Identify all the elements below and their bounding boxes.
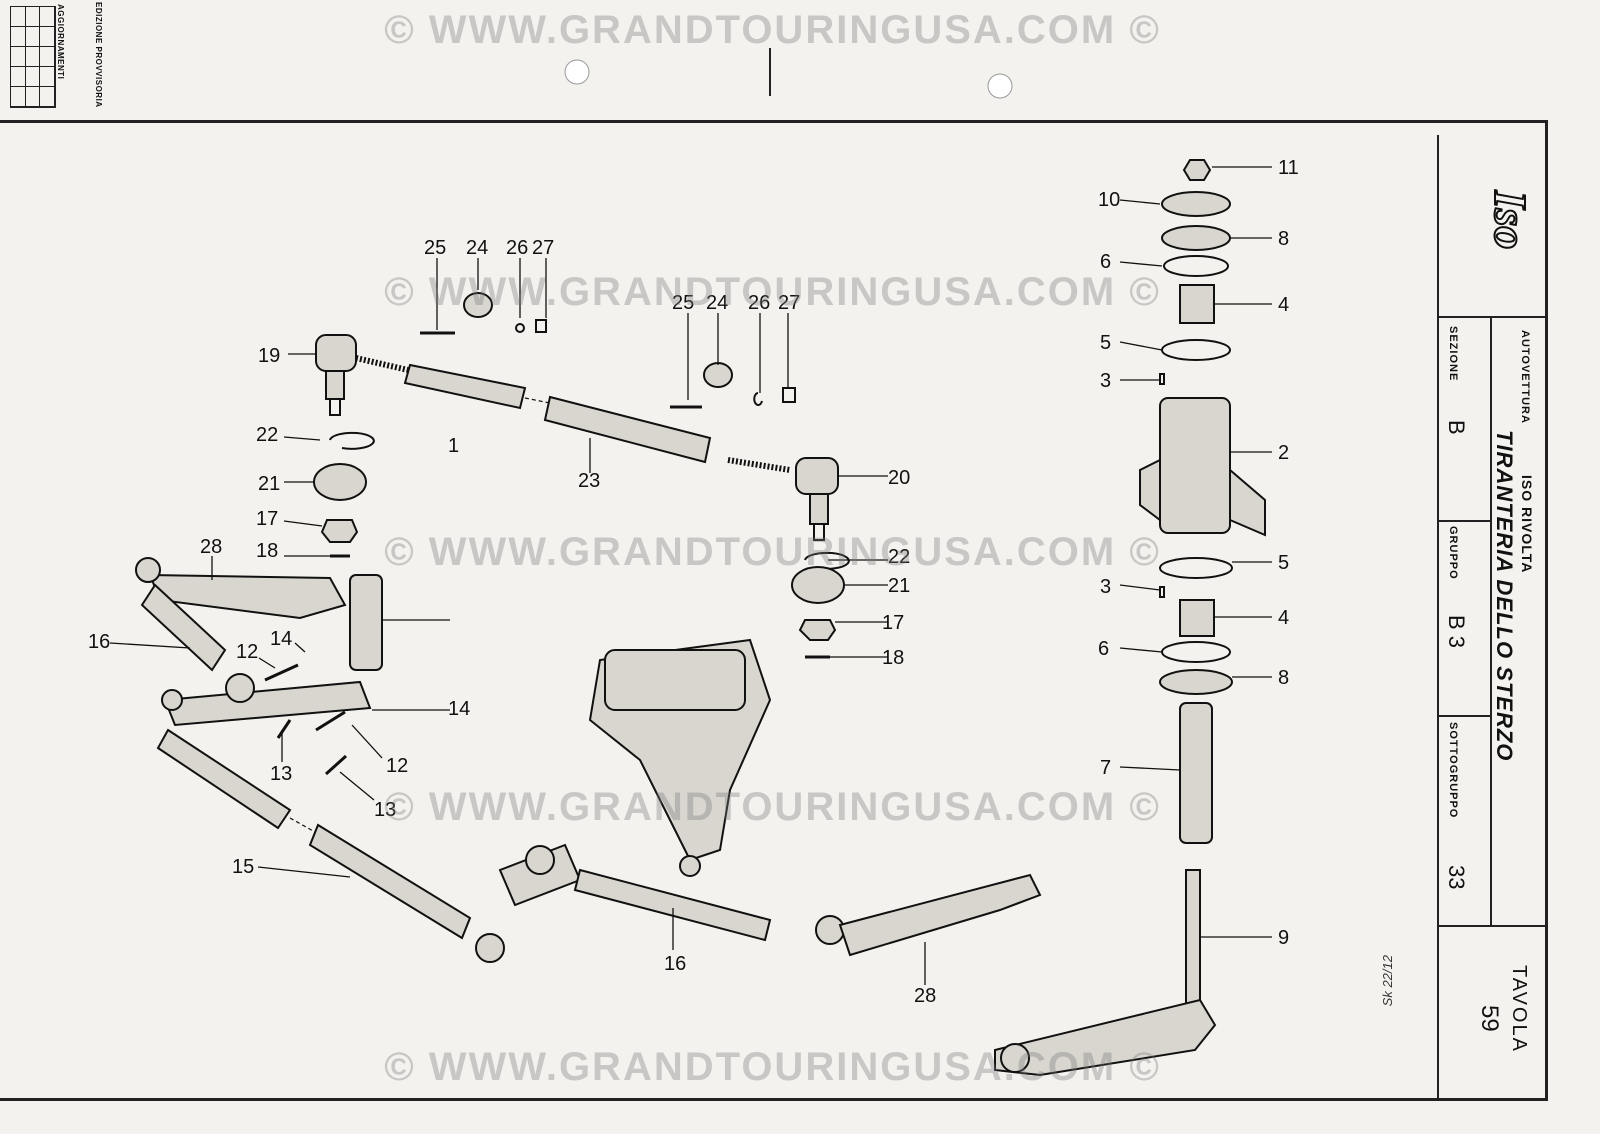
edition-label: EDIZIONE PROVVISORIA: [94, 2, 103, 108]
callout-5: 5: [1278, 552, 1289, 574]
binder-hole: [564, 59, 590, 85]
title-block-divider: [1490, 316, 1492, 925]
table-value: 59: [1476, 1005, 1503, 1032]
callout-25: 25: [424, 237, 446, 259]
callout-6: 6: [1100, 251, 1111, 273]
title-block-divider: [1437, 925, 1545, 927]
callout-10: 10: [1098, 189, 1120, 211]
title-block-divider: [1437, 715, 1490, 717]
callout-leaders: [109, 166, 1272, 985]
callout-11: 11: [1278, 157, 1299, 179]
callout-13: 13: [374, 799, 396, 821]
iso-logo: Iso: [1484, 189, 1537, 251]
callout-20: 20: [888, 467, 910, 489]
revision-grid: [10, 6, 56, 108]
callout-4: 4: [1278, 607, 1289, 629]
lower-left-linkage: [135, 557, 505, 963]
callout-14: 14: [448, 698, 470, 720]
revision-block: AGGIORNAMENTI EDIZIONE PROVVISORIA: [10, 0, 103, 112]
subgroup-value: 33: [1444, 865, 1469, 890]
idler-arm-stack: [994, 159, 1266, 1077]
lower-right-linkage: [498, 843, 1042, 957]
steering-box: [588, 638, 772, 877]
callout-9: 9: [1278, 927, 1289, 949]
callout-28: 28: [914, 985, 936, 1007]
callout-17: 17: [882, 612, 904, 634]
callout-12: 12: [386, 755, 408, 777]
vehicle-name: ISO RIVOLTA: [1519, 475, 1535, 574]
updates-label: AGGIORNAMENTI: [56, 4, 65, 80]
callout-24: 24: [466, 237, 488, 259]
callout-12: 12: [236, 641, 258, 663]
callout-3: 3: [1100, 370, 1111, 392]
callout-27: 27: [778, 292, 800, 314]
steering-linkage-drawing: 1 2 3 3 4 4 5 5 6 6 7 8 8 9 10 11 12 12 …: [88, 48, 1299, 1077]
vehicle-label: AUTOVETTURA: [1519, 330, 1531, 424]
callout-16: 16: [664, 953, 686, 975]
callout-8: 8: [1278, 667, 1289, 689]
callout-2: 2: [1278, 442, 1289, 464]
section-value: B: [1444, 420, 1469, 435]
callout-16: 16: [88, 631, 110, 653]
group-value: B 3: [1444, 615, 1469, 649]
binder-hole: [987, 73, 1013, 99]
callout-27: 27: [532, 237, 554, 259]
callout-17: 17: [256, 508, 278, 530]
frame-bottom-border: [0, 1098, 1548, 1101]
callout-23: 23: [578, 470, 600, 492]
title-block: [1437, 135, 1547, 1100]
callout-5: 5: [1100, 332, 1111, 354]
callout-4: 4: [1278, 294, 1289, 316]
subgroup-label: SOTTOGRUPPO: [1447, 722, 1459, 819]
callout-22: 22: [888, 546, 910, 568]
callout-18: 18: [882, 647, 904, 669]
callout-21: 21: [888, 575, 910, 597]
frame-top-border: [0, 120, 1545, 123]
callout-26: 26: [506, 237, 528, 259]
callout-8: 8: [1278, 228, 1289, 250]
callout-21: 21: [258, 473, 280, 495]
callout-7: 7: [1100, 757, 1111, 779]
callout-18: 18: [256, 540, 278, 562]
section-label: SEZIONE: [1447, 326, 1459, 382]
callout-28: 28: [200, 536, 222, 558]
callout-15: 15: [232, 856, 254, 878]
callout-3: 3: [1100, 576, 1111, 598]
callout-22: 22: [256, 424, 278, 446]
callout-24: 24: [706, 292, 728, 314]
callout-25: 25: [672, 292, 694, 314]
logo-text: Iso: [1485, 190, 1536, 250]
group-label: GRUPPO: [1447, 526, 1459, 580]
callout-26: 26: [748, 292, 770, 314]
title-block-divider: [1437, 520, 1490, 522]
upper-tie-rod-assembly: [313, 292, 850, 659]
callout-13: 13: [270, 763, 292, 785]
frame-right-border: [1545, 120, 1548, 1100]
callout-numbers: 1 2 3 3 4 4 5 5 6 6 7 8 8 9 10 11 12 12 …: [88, 157, 1299, 1007]
table-label: TAVOLA: [1508, 965, 1530, 1053]
callout-1: 1: [448, 435, 459, 457]
drawing-title: TIRANTERIA DELLO STERZO: [1492, 430, 1517, 762]
handwritten-note: Sk 22/12: [1380, 955, 1395, 1007]
callout-14: 14: [270, 628, 292, 650]
callout-19: 19: [258, 345, 280, 367]
callout-6: 6: [1098, 638, 1109, 660]
